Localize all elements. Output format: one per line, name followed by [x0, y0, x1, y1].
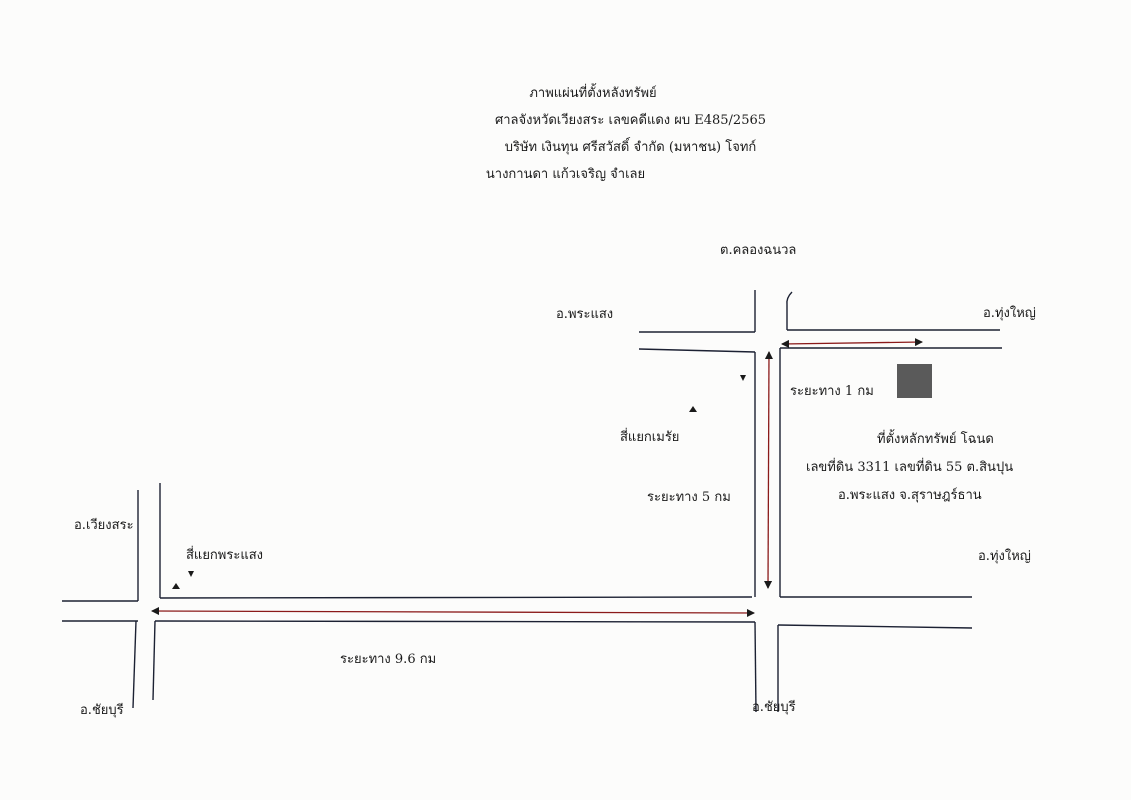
label-distance-9-6km: ระยะทาง 9.6 กม — [340, 652, 437, 667]
label-tambon-khlong-chanuan: ต.คลองฉนวล — [720, 243, 797, 258]
roads — [62, 290, 1002, 713]
distance-arrows — [151, 338, 923, 617]
header-plaintiff: บริษัท เงินทุน ศรีสวัสดิ์ จำกัด (มหาชน) … — [504, 140, 757, 155]
header-court-case: ศาลจังหวัดเวียงสระ เลขคดีแดง ผบ E485/256… — [494, 113, 767, 128]
marker-phrasaeng-b — [188, 571, 194, 577]
label-amphoe-thung-yai-top: อ.ทุ่งใหญ่ — [983, 306, 1036, 321]
top-road-left-lower — [638, 348, 756, 353]
main-road-bottom-right — [777, 624, 973, 629]
label-amphoe-chai-buri-right: อ.ชัยบุรี — [752, 700, 796, 715]
top-vertical-right — [786, 291, 793, 330]
left-road-lower-right — [152, 620, 156, 701]
property-marker — [897, 364, 932, 398]
header-defendant: นางกานดา แก้วเจริญ จำเลย — [485, 167, 646, 182]
label-amphoe-chai-buri-left: อ.ชัยบุรี — [80, 703, 124, 718]
marker-merai-a — [689, 406, 697, 412]
header-title: ภาพแผ่นที่ตั้งหลังทรัพย์ — [529, 86, 657, 101]
main-road-bottom-mid — [154, 620, 756, 623]
label-property-line3: อ.พระแสง จ.สุราษฎร์ธาน — [838, 488, 982, 503]
small-markers — [172, 375, 746, 589]
label-junction-mae-rai: สี่แยกเมรัย — [620, 430, 680, 445]
arrow-9-6km — [151, 607, 755, 617]
arrow-5km — [764, 351, 773, 589]
label-amphoe-phrasaeng: อ.พระแสง — [556, 307, 614, 322]
marker-phrasaeng-a — [172, 583, 180, 589]
label-amphoe-wiang-sa: อ.เวียงสระ — [74, 518, 134, 533]
label-property-line1: ที่ตั้งหลักทรัพย์ โฉนด — [877, 432, 994, 447]
label-property-line2: เลขที่ดิน 3311 เลขที่ดิน 55 ต.สินปุน — [806, 460, 1014, 475]
left-road-lower-left — [132, 620, 137, 709]
label-distance-1km: ระยะทาง 1 กม — [790, 384, 874, 399]
label-amphoe-thung-yai-bottom: อ.ทุ่งใหญ่ — [978, 549, 1031, 564]
map-header: ภาพแผ่นที่ตั้งหลังทรัพย์ ศาลจังหวัดเวียง… — [0, 80, 1131, 188]
arrow-1km — [781, 338, 923, 348]
label-junction-phrasaeng: สี่แยกพระแสง — [186, 548, 263, 563]
marker-merai-b — [740, 375, 746, 381]
main-road-top-mid — [159, 596, 753, 599]
label-distance-5km: ระยะทาง 5 กม — [647, 490, 731, 505]
right-road-lower-left — [754, 621, 757, 713]
